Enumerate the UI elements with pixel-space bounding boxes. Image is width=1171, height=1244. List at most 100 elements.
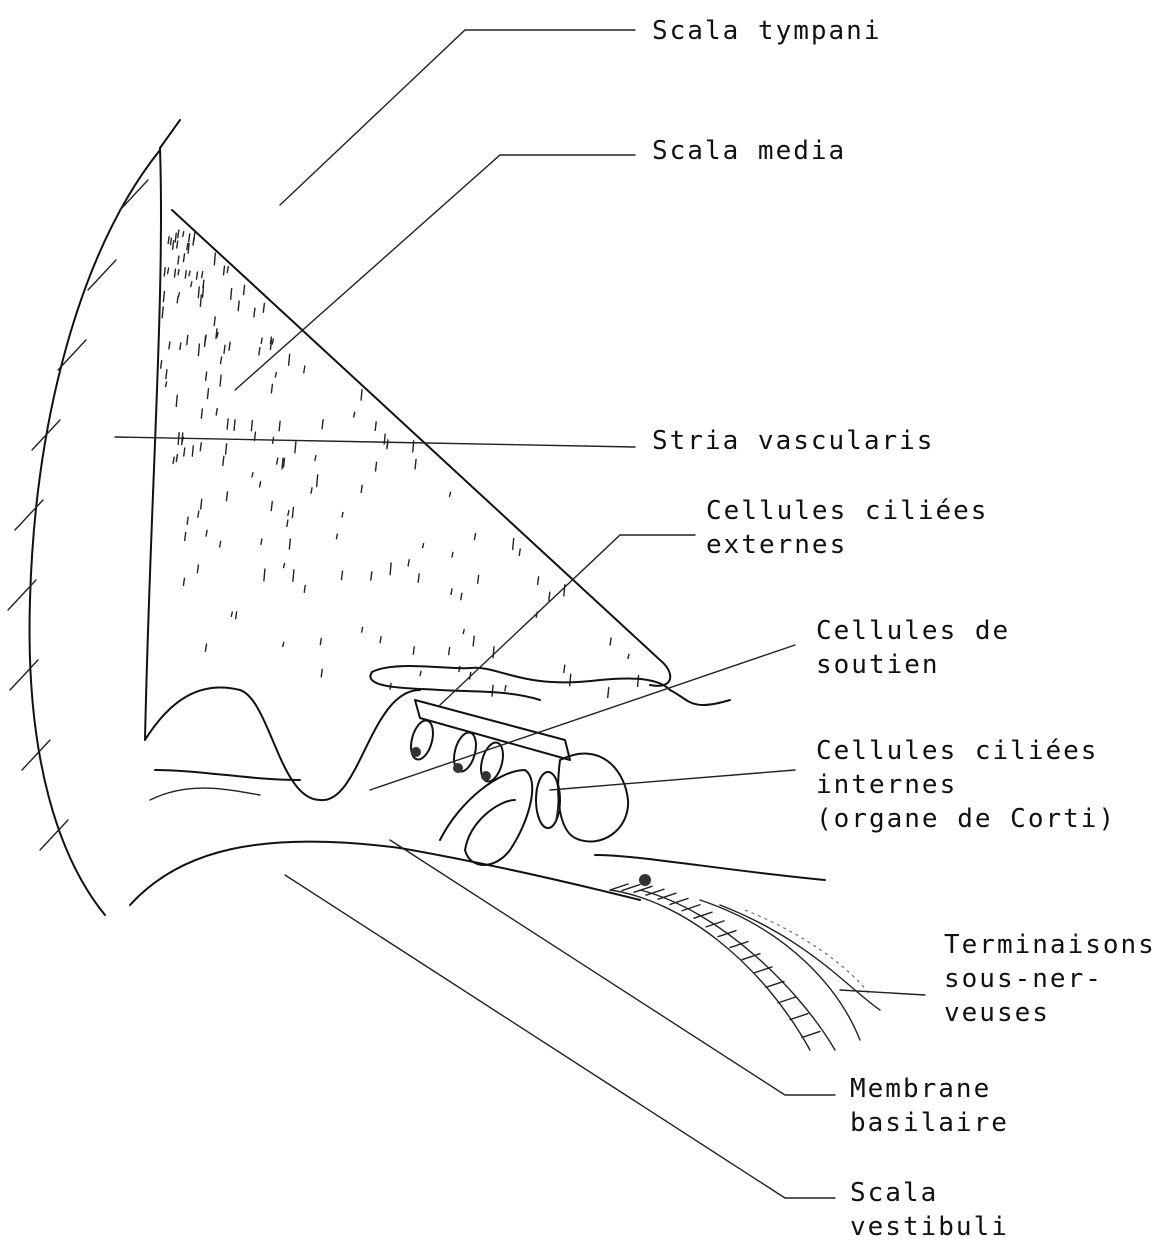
- stipple-mark: [415, 459, 416, 468]
- hatch-line: [8, 580, 36, 610]
- stipple-mark: [207, 389, 208, 399]
- stipple-mark: [289, 354, 290, 365]
- bone-hatching: [8, 180, 148, 850]
- stipple-mark: [293, 570, 294, 581]
- ladder-rung: [790, 1014, 808, 1020]
- stipple-mark: [220, 541, 221, 547]
- stipple-mark: [238, 301, 239, 311]
- stipple-mark: [362, 627, 363, 632]
- stipple-mark: [408, 560, 409, 566]
- stipple-mark: [272, 339, 273, 344]
- stipple-mark: [224, 345, 225, 353]
- stipple-mark: [170, 238, 171, 244]
- stipple-mark: [375, 422, 376, 431]
- ladder-rung: [766, 981, 784, 987]
- hatch-line: [10, 660, 38, 690]
- stipple-mark: [163, 292, 164, 302]
- stipple-mark: [304, 586, 305, 593]
- left-fibre-2: [150, 788, 260, 800]
- stipple-mark: [173, 457, 174, 463]
- stipple-mark: [473, 636, 474, 646]
- stipple-mark: [229, 342, 230, 350]
- stipple-mark: [315, 456, 316, 461]
- stipple-mark: [263, 303, 264, 312]
- stipple-mark: [227, 419, 228, 429]
- stipple-mark: [183, 254, 184, 262]
- stipple-mark: [264, 569, 265, 581]
- hatch-line: [22, 740, 50, 770]
- stipple-mark: [519, 549, 520, 555]
- stipple-mark: [452, 552, 453, 557]
- stipple-mark: [221, 357, 222, 364]
- stipple-mark: [177, 241, 178, 248]
- ladder-rung: [802, 1031, 820, 1037]
- stipple-mark: [198, 344, 199, 356]
- ladder-rung: [754, 967, 772, 973]
- ladder-rung: [718, 931, 736, 937]
- stipple-mark: [205, 335, 206, 342]
- stipple-mark: [271, 384, 272, 393]
- label-cellules-de-soutien: Cellules de soutien: [816, 614, 1010, 682]
- stipple-mark: [610, 638, 611, 645]
- stipple-mark: [177, 296, 178, 303]
- stipple-mark: [461, 593, 462, 599]
- stipple-mark: [178, 270, 179, 275]
- leader-scala-tympani: [280, 30, 635, 205]
- stipple-mark: [451, 589, 452, 595]
- tunnel-of-corti: [440, 770, 532, 865]
- stipple-mark: [322, 420, 323, 429]
- nerve-ending-dot: [639, 874, 651, 886]
- stipple-mark: [420, 671, 421, 675]
- stipple-mark: [259, 348, 260, 355]
- stipple-mark: [164, 268, 165, 276]
- stipple-mark: [234, 420, 235, 431]
- stipple-mark: [261, 539, 262, 544]
- stipple-mark: [200, 443, 201, 451]
- label-scala-tympani: Scala tympani: [652, 14, 882, 48]
- label-cellules-ciliees-internes: Cellules ciliées internes (organe de Cor…: [816, 734, 1116, 836]
- stipple-mark: [321, 669, 322, 677]
- stipple-mark: [188, 244, 189, 254]
- stipple-mark: [173, 241, 174, 250]
- stipple-mark: [216, 409, 217, 415]
- stipple-mark: [289, 539, 290, 549]
- stipple-mark: [261, 338, 262, 343]
- stipple-mark: [474, 534, 475, 540]
- stipple-mark: [191, 282, 192, 287]
- stipple-mark: [376, 462, 377, 471]
- limbus: [558, 754, 628, 842]
- stipple-mark: [371, 572, 372, 580]
- stipple-mark: [175, 269, 176, 277]
- stipple-mark: [175, 233, 176, 242]
- stipple-mark: [194, 232, 195, 241]
- ladder-rung: [706, 921, 724, 927]
- stipple-mark: [254, 308, 255, 317]
- stria-stippling: [161, 230, 639, 698]
- stipple-mark: [178, 230, 179, 238]
- stipple-mark: [292, 507, 293, 517]
- stipple-mark: [231, 612, 232, 616]
- stipple-mark: [178, 256, 179, 264]
- stipple-mark: [287, 520, 288, 526]
- stipple-mark: [549, 592, 550, 600]
- stipple-mark: [284, 563, 285, 567]
- stipple-mark: [192, 446, 193, 456]
- stipple-mark: [423, 544, 424, 548]
- stipple-mark: [354, 412, 355, 417]
- upper-tick: [160, 120, 180, 148]
- stipple-mark: [236, 612, 237, 619]
- stipple-mark: [168, 268, 169, 273]
- stipple-mark: [513, 538, 514, 549]
- stipple-mark: [341, 571, 342, 579]
- stipple-mark: [214, 317, 215, 325]
- stipple-mark: [176, 455, 177, 462]
- stipple-mark: [413, 647, 414, 654]
- stipple-mark: [183, 578, 184, 585]
- stipple-mark: [223, 456, 224, 465]
- stipple-mark: [227, 267, 228, 273]
- spiral-lamina-upper: [595, 855, 825, 880]
- stipple-mark: [390, 563, 391, 575]
- reissner-membrane: [172, 210, 670, 686]
- stipple-mark: [317, 475, 318, 487]
- stipple-mark: [184, 448, 185, 456]
